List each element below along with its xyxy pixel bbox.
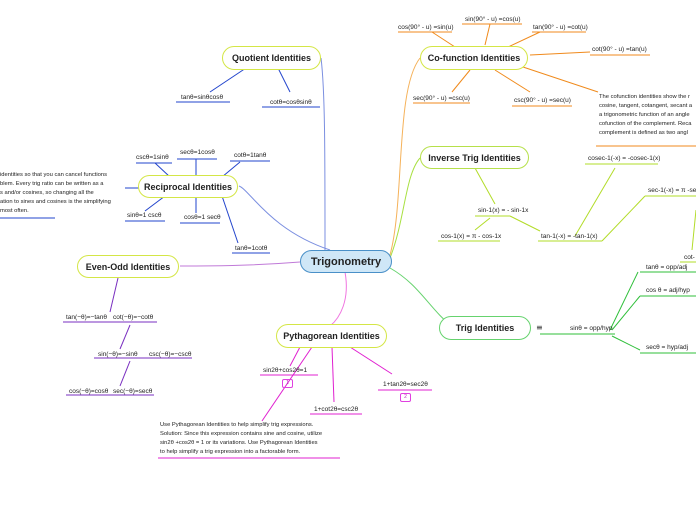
inverse-tan: tan-1(-x) = -tan-1(x) [541, 233, 598, 240]
reciprocal-note-line: identities so that you can cancel functi… [0, 172, 107, 178]
inverse-cot: cot- [684, 254, 695, 261]
topic-cofunction-title: Co-function Identities [427, 53, 521, 63]
topic-even-odd-title: Even-Odd Identities [85, 261, 171, 272]
pythagorean-badge-2[interactable]: 2 [400, 393, 411, 402]
reciprocal-sec: secθ=1cosθ [180, 149, 215, 156]
central-topic-label: Trigonometry [310, 255, 382, 268]
evenodd-cos: cos(−θ)=cosθ [69, 388, 109, 395]
topic-cofunction-identities[interactable]: Co-function Identities [420, 46, 528, 70]
cofunction-f: csc(90° - u) =sec(u) [514, 97, 571, 104]
quotient-cot: cotθ=cosθsinθ [270, 99, 312, 106]
cofunction-note: The cofunction identities show the r cos… [599, 93, 696, 138]
pythagorean-note-line: Solution: Since this expression contains… [160, 431, 323, 437]
evenodd-sec: sec(−θ)=secθ [113, 388, 153, 395]
cofunction-note-line: cofunction of the complement. Reca [599, 121, 692, 127]
trig-sin: sinθ = opp/hyp [570, 325, 613, 332]
topic-even-odd-identities[interactable]: Even-Odd Identities [77, 255, 179, 278]
pythagorean-id3: 1+tan2θ=sec2θ [383, 381, 428, 388]
cofunction-c: tan(90° - u) =cot(u) [533, 24, 588, 31]
reciprocal-sin: sinθ=1 cscθ [127, 212, 162, 219]
evenodd-cot: cot(−θ)=−cotθ [113, 314, 154, 321]
pythagorean-badge-1[interactable]: 1 [282, 379, 293, 388]
reciprocal-cos: cosθ=1 secθ [184, 214, 221, 221]
topic-trig-title: Trig Identities [455, 323, 515, 333]
pythagorean-note-line: to help simplify a trig expression into … [160, 449, 301, 455]
reciprocal-tan: tanθ=1cotθ [235, 245, 268, 252]
topic-quotient-identities[interactable]: Quotient Identities [222, 46, 321, 70]
cofunction-a: cos(90° - u) =sin(u) [398, 24, 454, 31]
topic-pythagorean-identities[interactable]: Pythagorean Identities [276, 324, 387, 348]
reciprocal-note-line: ation to sines and cosines is the simpli… [0, 199, 111, 205]
pythagorean-id1: sin2θ+cos2θ=1 [263, 367, 308, 374]
inverse-sec: sec-1(-x) = π -sec [648, 187, 696, 194]
inverse-cosec: cosec-1(-x) = -cosec-1(x) [588, 155, 661, 162]
trig-sec: secθ = hyp/adj [646, 344, 689, 351]
evenodd-sin: sin(−θ)=−sinθ [98, 351, 138, 358]
reciprocal-note: identities so that you can cancel functi… [0, 171, 130, 216]
cofunction-note-line: The cofunction identities show the r [599, 94, 690, 100]
evenodd-csc: csc(−θ)=−cscθ [149, 351, 192, 358]
pythagorean-note-line: sin2θ +cos2θ = 1 or its variations. Use … [160, 440, 318, 446]
topic-inverse-trig-identities[interactable]: Inverse Trig Identities [420, 146, 529, 169]
evenodd-tan: tan(−θ)=−tanθ [66, 314, 108, 321]
cofunction-d: cot(90° - u) =tan(u) [592, 46, 647, 53]
topic-pythagorean-title: Pythagorean Identities [283, 331, 380, 341]
topic-quotient-title: Quotient Identities [231, 53, 311, 63]
reciprocal-note-line: s and/or cosines, so changing all the [0, 190, 94, 196]
pythagorean-id2: 1+cot2θ=csc2θ [314, 406, 359, 413]
central-topic[interactable]: Trigonometry [300, 250, 392, 273]
cofunction-b: sin(90° - u) =cos(u) [465, 16, 521, 23]
inverse-sin: sin-1(x) = - sin-1x [478, 207, 529, 214]
reciprocal-note-line: blem. Every trig ratio can be written as… [0, 181, 104, 187]
reciprocal-note-line: most often. [0, 208, 29, 214]
topic-reciprocal-identities[interactable]: Reciprocal Identities [138, 175, 238, 198]
trig-tan: tanθ = opp/adj [646, 264, 688, 271]
notes-icon[interactable]: ≡ [536, 323, 543, 332]
pythagorean-note: Use Pythagorean Identities to help simpl… [160, 421, 350, 457]
topic-trig-identities[interactable]: Trig Identities [439, 316, 531, 340]
cofunction-note-line: a trigonometric function of an angle [599, 112, 690, 118]
pythagorean-note-line: Use Pythagorean Identities to help simpl… [160, 422, 314, 428]
cofunction-note-line: cosine, tangent, cotangent, secant a [599, 103, 693, 109]
topic-reciprocal-title: Reciprocal Identities [143, 181, 233, 192]
trig-cos: cos θ = adj/hyp [646, 287, 690, 294]
reciprocal-cot: cotθ=1tanθ [234, 152, 267, 159]
cofunction-e: sec(90° - u) =csc(u) [413, 95, 470, 102]
topic-inverse-title: Inverse Trig Identities [428, 152, 521, 163]
cofunction-note-line: complement is defined as two angl [599, 130, 688, 136]
inverse-cos: cos-1(x) = π - cos-1x [441, 233, 502, 240]
reciprocal-csc: cscθ=1sinθ [136, 154, 169, 161]
quotient-tan: tanθ=sinθcosθ [181, 94, 224, 101]
